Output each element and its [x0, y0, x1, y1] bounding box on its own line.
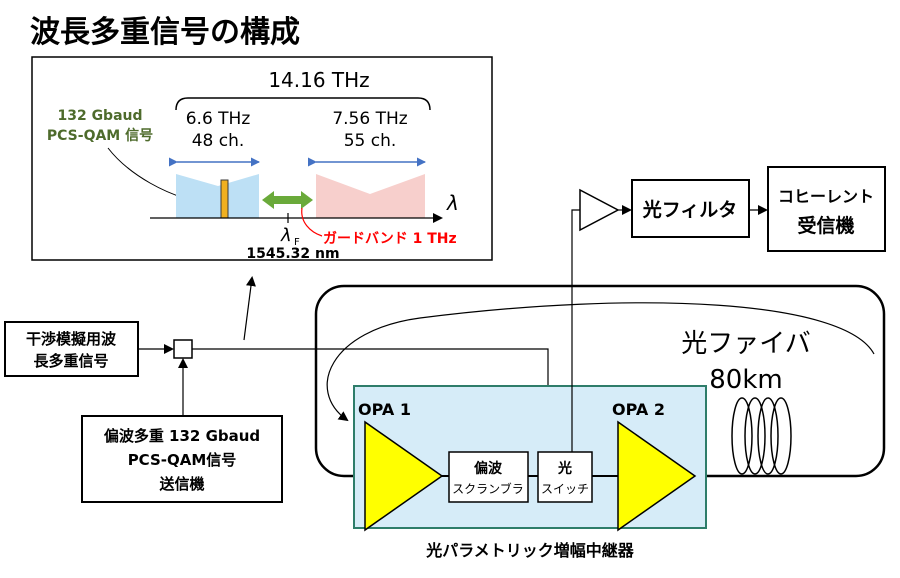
wavelength-axis-symbol: λ	[446, 191, 459, 215]
preamplifier	[579, 188, 620, 232]
fiber-coil-3	[757, 397, 779, 475]
coherent-receiver-line2: 受信機	[797, 214, 854, 237]
scrambler-line2: スクランブラ	[452, 481, 524, 496]
coherent-receiver-line1: コヒーレント	[778, 187, 874, 206]
fiber-label-line1: 光ファイバ	[681, 329, 810, 359]
fiber-coil-1	[731, 397, 753, 475]
transmitter-line2: PCS-QAM信号	[128, 451, 237, 469]
band-left-bandwidth: 6.6 THz	[186, 109, 251, 129]
total-bandwidth-bracket	[175, 97, 431, 111]
opa1-label: OPA 1	[358, 400, 411, 419]
optical-filter-label: 光フィルタ	[642, 198, 738, 221]
fiber-label-line2: 80km	[709, 365, 782, 395]
fiber-coil-2	[744, 397, 766, 475]
coupler	[173, 339, 193, 359]
interference-source-line1: 干渉模擬用波	[26, 330, 117, 348]
interference-source-box	[4, 321, 139, 377]
optical-switch-box	[537, 451, 593, 503]
guard-band-label: ガードバンド 1 THz	[323, 231, 457, 247]
loop-return-arrow	[326, 302, 875, 422]
band-right-bandwidth: 7.56 THz	[332, 109, 407, 129]
repeater-label: 光パラメトリック増幅中継器	[425, 541, 635, 560]
interference-source-line2: 長多重信号	[33, 352, 108, 370]
guard-band-arrow	[262, 191, 313, 209]
switch-line1: 光	[557, 460, 572, 477]
signal-label-line1: 132 Gbaud	[57, 108, 142, 124]
coherent-receiver-box	[767, 166, 886, 252]
spectrum-panel: 14.16 THz 132 Gbaud PCS-QAM 信号 6.6 THz 4…	[31, 56, 493, 262]
total-bandwidth-label: 14.16 THz	[268, 68, 369, 92]
switch-to-receiver-line	[571, 209, 580, 452]
lambda-f-subscript: F	[294, 237, 300, 248]
polarization-scrambler-box	[448, 451, 529, 503]
opa2-amplifier	[617, 420, 697, 532]
guard-band-pointer-line	[301, 207, 323, 237]
lambda-f-symbol: λ	[280, 225, 292, 246]
fiber-spool	[731, 397, 792, 475]
transmitter-box	[81, 415, 283, 503]
spectrum-frame	[31, 56, 493, 261]
band-right-channels: 55 ch.	[344, 131, 397, 151]
optical-filter-box	[631, 179, 750, 238]
spectrum-pointer-arrow	[243, 276, 256, 341]
transmitter-line1: 偏波多重 132 Gbaud	[104, 427, 260, 445]
fiber-coil-4	[770, 397, 792, 475]
lambda-f-value: 1545.32 nm	[246, 246, 339, 262]
band-left-channels: 48 ch.	[192, 131, 245, 151]
page-title: 波長多重信号の構成	[30, 15, 300, 50]
band-right-spectrum	[316, 174, 425, 218]
signal-label-line2: PCS-QAM 信号	[47, 127, 153, 144]
opa1-amplifier	[364, 420, 444, 532]
opa2-label: OPA 2	[612, 400, 665, 419]
switch-line2: スイッチ	[541, 482, 589, 496]
band-left-spectrum	[176, 174, 259, 218]
transmitter-line3: 送信機	[158, 475, 204, 493]
signal-channel-bar	[220, 179, 229, 219]
scrambler-line1: 偏波	[474, 460, 503, 477]
